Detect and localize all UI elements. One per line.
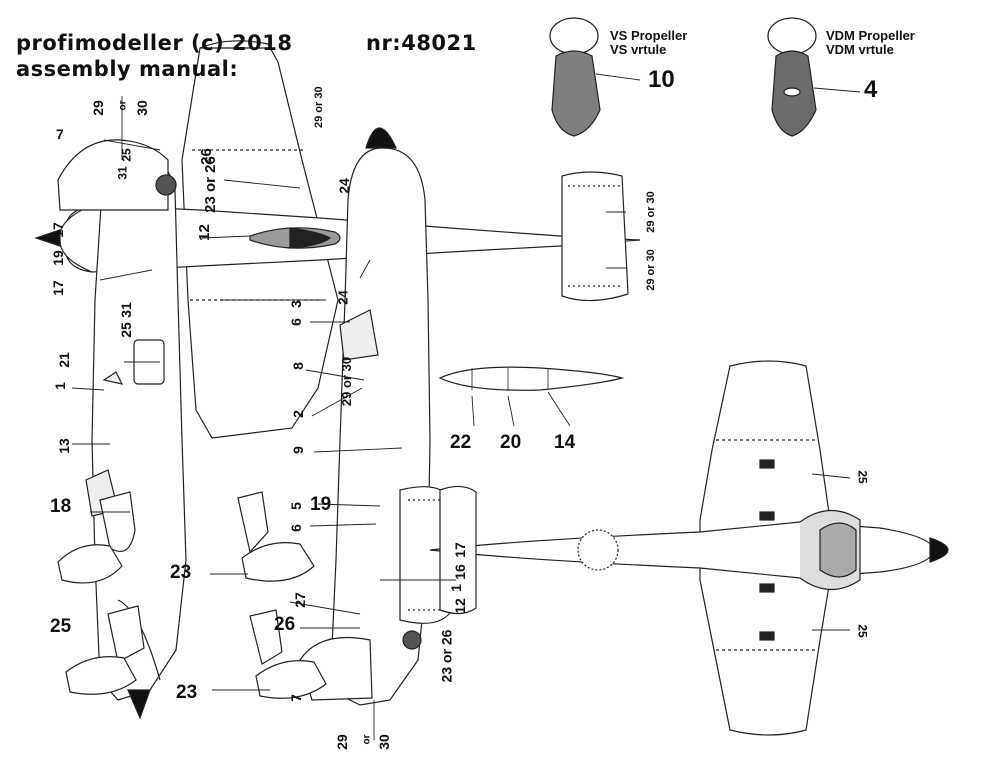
top-view-stabilizer xyxy=(561,171,629,302)
leader-lines xyxy=(71,73,861,740)
callout-29or30-wing: 29 or 30 xyxy=(313,86,325,128)
callout-or-b: or xyxy=(361,734,373,745)
vs-propeller-part xyxy=(549,17,601,137)
gear-doors xyxy=(57,491,327,699)
gear-door-4 xyxy=(249,609,283,665)
callout-1-b: 1 xyxy=(447,584,464,592)
callout-27: 27 xyxy=(291,592,308,608)
callout-7-a: 7 xyxy=(56,126,64,142)
callout-12-b: 12 xyxy=(451,598,468,614)
brand-label: profimodeller (c) 2018 xyxy=(16,31,293,55)
callout-2: 2 xyxy=(289,410,306,418)
side-view-left-fin xyxy=(57,139,169,211)
gear-door-3 xyxy=(107,605,145,663)
callout-23-b: 23 xyxy=(176,682,198,703)
callout-29-b: 29 xyxy=(333,734,350,750)
callout-1: 1 xyxy=(51,382,68,390)
vs-propeller-number: 10 xyxy=(648,66,675,93)
side-view-right-spinner xyxy=(365,127,397,149)
callout-25-right-top: 25 xyxy=(855,470,870,484)
callout-29or30-tail-bottom: 29 or 30 xyxy=(644,249,657,291)
callout-24-b: 24 xyxy=(335,290,351,305)
product-number: nr:48021 xyxy=(366,31,477,55)
vdm-propeller-subtitle: VDM vrtule xyxy=(826,42,894,57)
callout-19: 19 xyxy=(49,250,66,266)
callout-6-a: 6 xyxy=(287,318,304,326)
vs-propeller-disc xyxy=(549,17,599,55)
callout-29-a: 29 xyxy=(89,100,106,116)
callout-25-c: 25 xyxy=(50,616,72,637)
vdm-propeller-part xyxy=(767,17,817,137)
vdm-propeller-title: VDM Propeller xyxy=(826,28,915,43)
callout-or-a: or xyxy=(117,100,129,111)
wheel-4 xyxy=(255,660,327,699)
callout-12-a: 12 xyxy=(195,224,213,241)
vs-propeller-legend: VS Propeller VS vrtule xyxy=(610,29,687,57)
drop-tank xyxy=(438,366,625,391)
vdm-propeller-legend: VDM Propeller VDM vrtule xyxy=(826,29,915,57)
callout-17-a: 17 xyxy=(49,222,66,238)
callout-31-b: 31 xyxy=(117,302,134,318)
callout-26-b: 26 xyxy=(274,614,296,635)
callout-17-c: 17 xyxy=(451,542,468,558)
callout-29or30-tail-top: 29 or 30 xyxy=(644,191,657,233)
callout-18: 18 xyxy=(50,496,72,517)
manual-subtitle: assembly manual: xyxy=(16,57,239,81)
callout-9: 9 xyxy=(289,446,306,454)
vs-propeller-subtitle: VS vrtule xyxy=(610,42,667,57)
top-view-spinner xyxy=(34,229,61,247)
callout-30-b: 30 xyxy=(375,734,392,750)
callout-25-right-bottom: 25 xyxy=(855,624,870,638)
bottom-view-stabilizer xyxy=(439,485,477,615)
callout-29or30-mid: 29 or 30 xyxy=(339,356,355,407)
vs-spinner xyxy=(551,50,601,137)
callout-25-b: 25 xyxy=(117,322,134,338)
drop-tank-label-14: 14 xyxy=(554,432,576,453)
callout-30-a: 30 xyxy=(133,100,150,116)
vdm-propeller-disc xyxy=(767,17,817,55)
callout-6-b: 6 xyxy=(287,524,304,532)
gear-door-2 xyxy=(237,491,269,554)
side-view-right xyxy=(299,127,453,706)
drop-tank-label-20: 20 xyxy=(500,432,522,453)
wheel-3 xyxy=(65,656,137,695)
callout-21: 21 xyxy=(55,352,72,368)
wheel-2 xyxy=(241,542,315,582)
vs-propeller-title: VS Propeller xyxy=(610,28,688,43)
callout-13: 13 xyxy=(55,438,72,454)
bottom-view-aircraft xyxy=(429,360,949,736)
callout-23-a: 23 xyxy=(170,562,192,583)
callout-16: 16 xyxy=(451,564,468,580)
callout-3: 3 xyxy=(287,300,304,308)
vdm-propeller-number: 4 xyxy=(864,76,878,103)
wheel-1 xyxy=(57,544,123,584)
callout-8: 8 xyxy=(289,362,306,370)
callout-7-b: 7 xyxy=(287,694,304,702)
callout-31: 31 xyxy=(115,166,130,180)
bottom-view-spinner xyxy=(929,537,949,563)
callout-24-a: 24 xyxy=(335,178,352,194)
drop-tank-label-22: 22 xyxy=(450,432,472,453)
callout-19-b: 19 xyxy=(310,494,332,515)
callout-17-b: 17 xyxy=(49,280,66,296)
callout-25-a: 25 xyxy=(119,148,134,162)
callout-5: 5 xyxy=(287,502,304,510)
callout-23or26-top: 23 or 26 xyxy=(201,156,219,213)
callout-23or26-bottom: 23 or 26 xyxy=(438,629,455,683)
